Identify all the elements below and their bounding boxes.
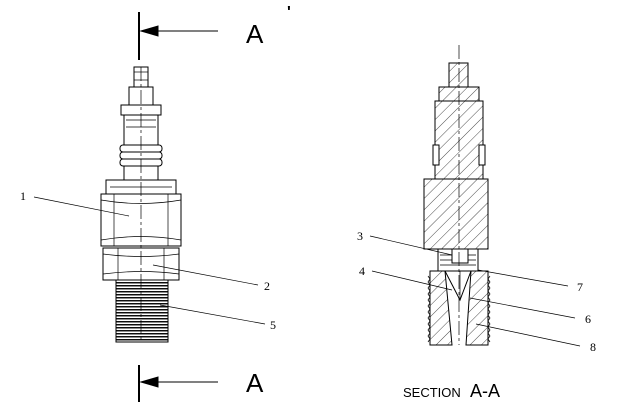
leader-8 (475, 323, 581, 347)
section-valve-cone (444, 270, 472, 302)
section-shank-right (465, 270, 489, 346)
label-3: 3 (357, 229, 363, 243)
leader-2 (152, 264, 259, 286)
elevation-view: A ' A 1 2 5 (20, 4, 291, 402)
label-4: 4 (359, 264, 365, 278)
arrow-bottom (139, 376, 159, 388)
label-2: 2 (264, 279, 270, 293)
threaded-shank (115, 279, 169, 343)
section-caption-suffix: A-A (470, 381, 500, 401)
section-caption-prefix: SECTION (403, 385, 461, 400)
label-8: 8 (590, 340, 596, 354)
section-body (423, 178, 489, 250)
section-view: 3 4 7 6 8 SECTION A-A (357, 45, 596, 401)
section-marker-top: A (246, 19, 264, 49)
section-shank-left (429, 270, 453, 346)
leader-6 (469, 297, 576, 319)
arrow-top (139, 25, 159, 37)
section-marker-bottom: A (246, 368, 264, 398)
label-1: 1 (20, 189, 26, 203)
leader-4 (371, 270, 453, 291)
leader-3 (369, 235, 453, 256)
label-6: 6 (585, 312, 591, 326)
cutting-plane-line (138, 12, 218, 402)
leader-5 (159, 304, 266, 325)
leader-1 (33, 196, 130, 217)
section-nipple (448, 62, 469, 88)
leader-7 (477, 269, 569, 287)
stray-tick-mark: ' (287, 4, 291, 21)
label-5: 5 (270, 318, 276, 332)
label-7: 7 (577, 280, 583, 294)
